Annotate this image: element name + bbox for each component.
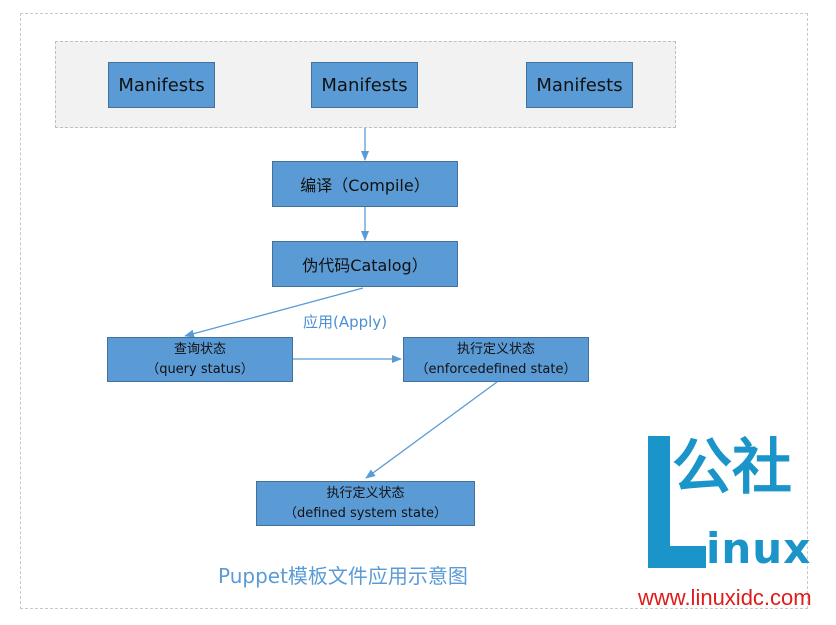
logo-letter-l-icon [648, 436, 706, 568]
logo-inux-text: inux [706, 524, 812, 573]
defined-state-box: 执行定义状态 （defined system state） [256, 481, 475, 526]
catalog-label: 伪代码Catalog） [302, 256, 428, 275]
enforce-state-box: 执行定义状态 （enforcedefined state） [403, 337, 589, 382]
defined-state-title: 执行定义状态 [326, 485, 405, 501]
defined-state-subtitle: （defined system state） [283, 505, 448, 521]
logo-big-text: 公社 [672, 433, 792, 503]
diagram-caption: Puppet模板文件应用示意图 [218, 564, 468, 588]
query-status-subtitle: （query status） [146, 361, 254, 377]
query-status-title: 查询状态 [173, 341, 226, 357]
manifests-box-1-label: Manifests [118, 74, 205, 96]
compile-label: 编译（Compile） [300, 176, 430, 195]
enforce-state-subtitle: （enforcedefined state） [415, 361, 577, 377]
catalog-box: 伪代码Catalog） [272, 241, 458, 287]
manifests-box-2-label: Manifests [321, 74, 408, 96]
watermark-url: www.linuxidc.com [638, 585, 812, 610]
watermark-logo: 公社 inux www.linuxidc.com [638, 432, 836, 625]
manifests-box-3: Manifests [526, 62, 633, 108]
enforce-state-title: 执行定义状态 [456, 341, 535, 357]
query-status-box: 查询状态 （query status） [107, 337, 293, 382]
apply-label: 应用(Apply) [303, 313, 388, 331]
diagram-outer-frame [20, 13, 808, 609]
manifests-box-1: Manifests [108, 62, 215, 108]
manifests-box-3-label: Manifests [536, 74, 623, 96]
compile-box: 编译（Compile） [272, 161, 458, 207]
manifests-box-2: Manifests [311, 62, 418, 108]
